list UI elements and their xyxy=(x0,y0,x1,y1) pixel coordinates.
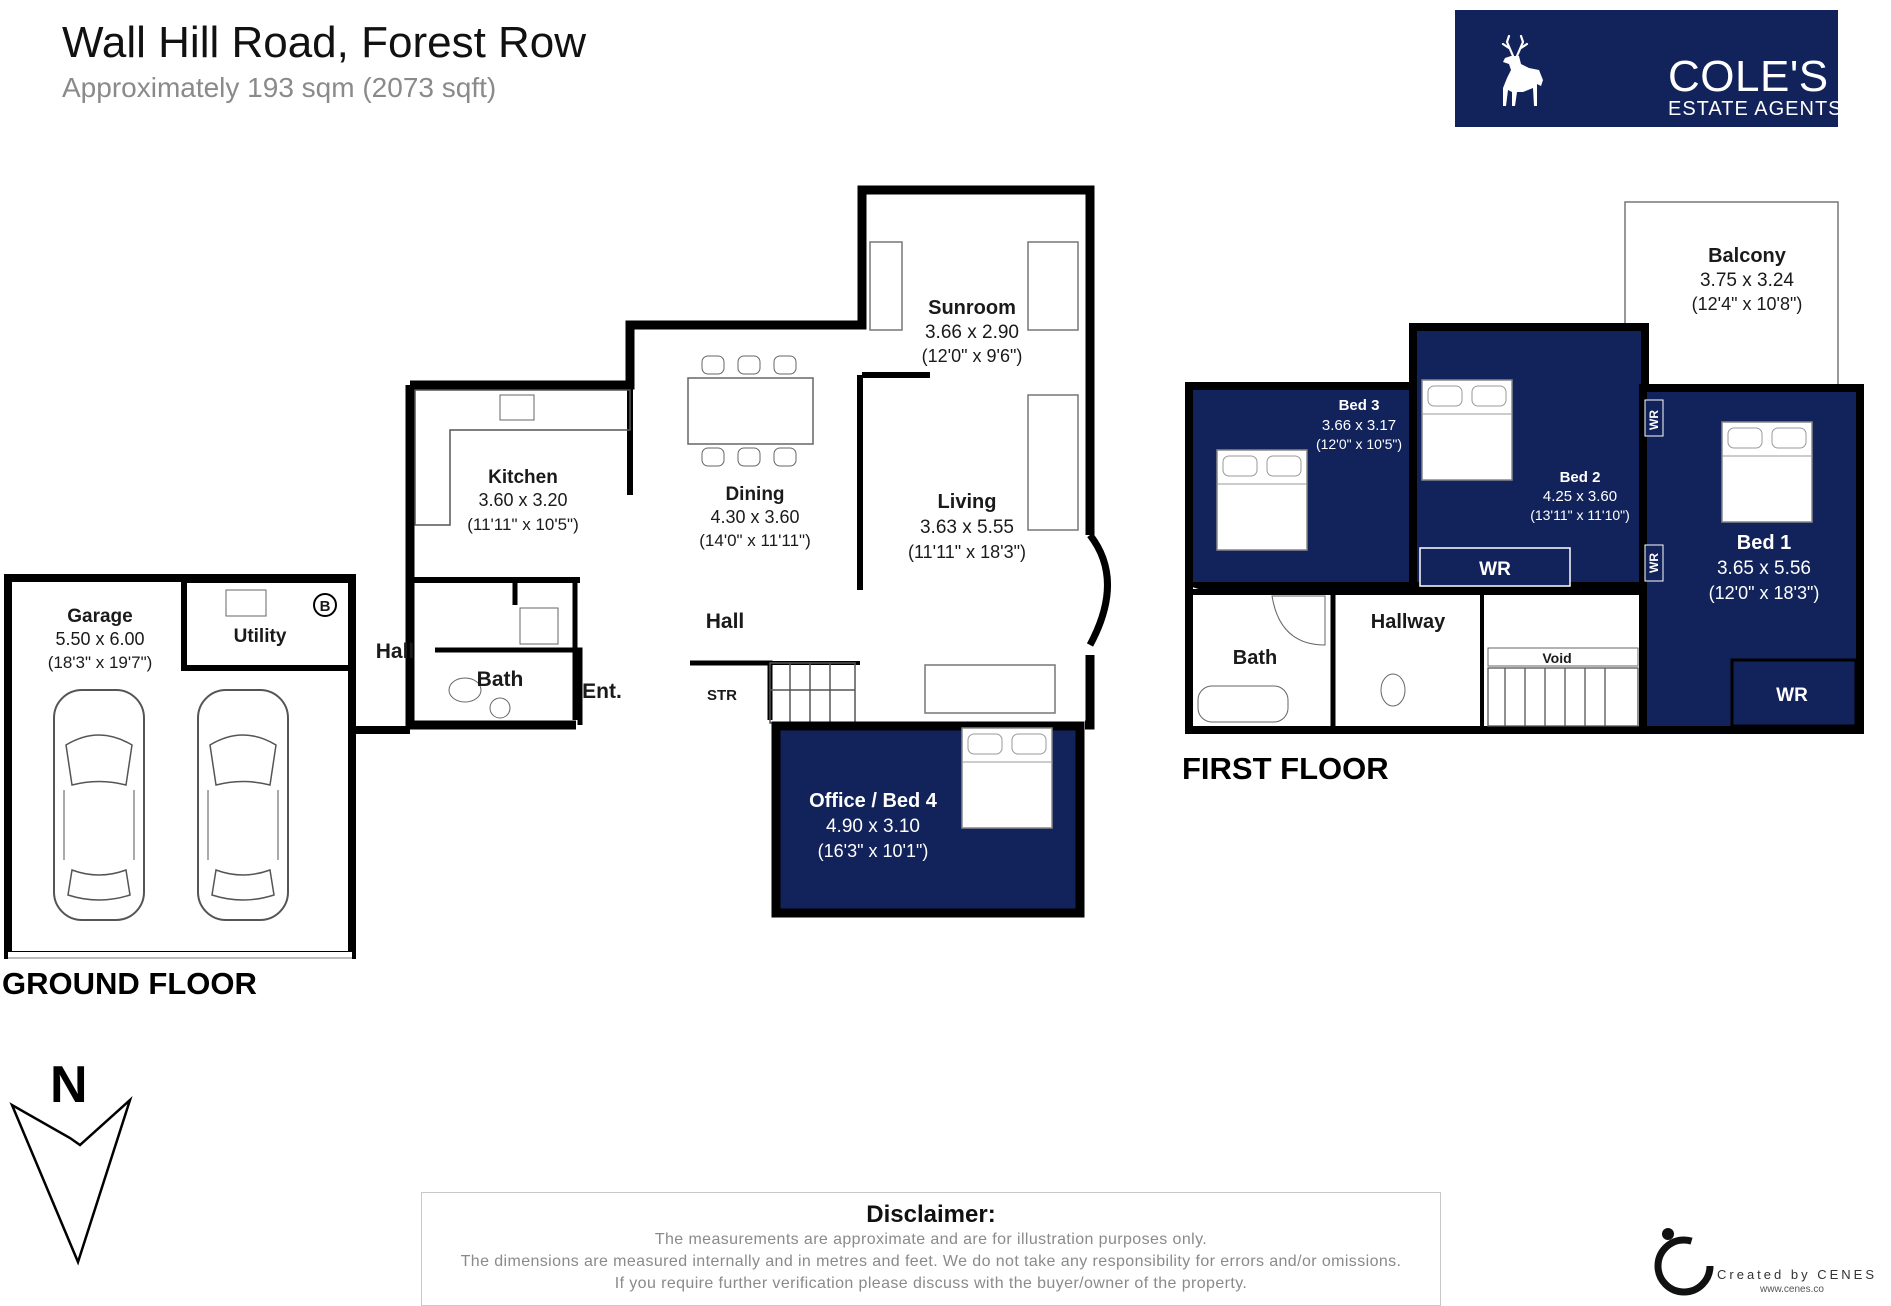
page-title: Wall Hill Road, Forest Row xyxy=(62,18,587,67)
room-name-wr-small-a: WR xyxy=(1647,410,1661,430)
room-metric-dining: 4.30 x 3.60 xyxy=(710,507,799,527)
room-name-entrance: Ent. xyxy=(582,680,622,703)
toilet-icon xyxy=(1380,673,1406,707)
room-metric-bed1: 3.65 x 5.56 xyxy=(1717,558,1811,579)
agent-logo[interactable]: COLE'S ESTATE AGENTS xyxy=(1455,10,1842,127)
room-name-void: Void xyxy=(1542,650,1571,666)
bed-icon xyxy=(961,727,1053,829)
room-metric-balcony: 3.75 x 3.24 xyxy=(1700,270,1794,291)
basin-icon xyxy=(489,697,511,719)
room-name-hall-west: Hall xyxy=(376,640,415,663)
dining-table-icon xyxy=(687,377,814,445)
room-imperial-dining: (14'0" x 11'11") xyxy=(699,531,811,550)
boiler-icon xyxy=(313,593,337,617)
sofa-icon xyxy=(869,241,903,331)
room-metric-sunroom: 3.66 x 2.90 xyxy=(925,322,1019,343)
room-name-wr-bed2: WR xyxy=(1479,559,1511,580)
creator-url: www.cenes.co xyxy=(1760,1284,1824,1295)
room-name-garage: Garage xyxy=(67,606,132,627)
bed-icon xyxy=(1216,449,1308,551)
disclaimer-line-3: If you require further verification plea… xyxy=(614,1275,1248,1292)
room-name-hall: Hall xyxy=(706,610,745,633)
room-imperial-living: (11'11" x 18'3") xyxy=(908,542,1026,562)
compass-north-label: N xyxy=(50,1056,88,1114)
room-name-hallway: Hallway xyxy=(1371,611,1446,633)
disclaimer-heading: Disclaimer: xyxy=(866,1201,996,1228)
bathtub-icon xyxy=(1197,685,1289,723)
room-name-wr-bed1: WR xyxy=(1776,685,1808,706)
room-name-bed3: Bed 3 xyxy=(1339,397,1380,414)
room-name-balcony: Balcony xyxy=(1708,245,1787,267)
room-imperial-kitchen: (11'11" x 10'5") xyxy=(467,515,579,534)
disclaimer-line-1: The measurements are approximate and are… xyxy=(654,1231,1208,1248)
sink-icon xyxy=(499,394,535,421)
room-name-dining: Dining xyxy=(725,484,784,505)
brand-name: COLE'S xyxy=(1668,52,1829,101)
room-name-bed1: Bed 1 xyxy=(1737,532,1791,554)
car-icon xyxy=(53,689,145,921)
sofa-icon xyxy=(1027,394,1079,531)
ground-floor-label: GROUND FLOOR xyxy=(2,966,257,1001)
sink-icon xyxy=(225,589,267,617)
room-name-sunroom: Sunroom xyxy=(928,297,1016,319)
room-metric-kitchen: 3.60 x 3.20 xyxy=(478,490,567,510)
boiler-label: B xyxy=(320,598,331,615)
room-imperial-garage: (18'3" x 19'7") xyxy=(48,653,153,672)
room-name-utility: Utility xyxy=(234,626,287,647)
room-imperial-bed3: (12'0" x 10'5") xyxy=(1316,436,1402,452)
car-icon xyxy=(197,689,289,921)
room-metric-bed3: 3.66 x 3.17 xyxy=(1322,417,1396,434)
balcony-outline xyxy=(1624,201,1839,391)
first-floor xyxy=(1185,201,1864,734)
disclaimer-box: Disclaimer: The measurements are approxi… xyxy=(421,1192,1441,1306)
sofa-icon xyxy=(1027,241,1079,331)
creator-credit[interactable]: Created by CENES www.cenes.co xyxy=(1648,1220,1888,1300)
sofa-icon xyxy=(924,664,1056,714)
room-name-bed2: Bed 2 xyxy=(1560,469,1601,486)
room-metric-office: 4.90 x 3.10 xyxy=(826,816,920,837)
ground-floor xyxy=(4,185,1111,959)
bed-icon xyxy=(1421,379,1513,481)
north-compass: N xyxy=(9,1056,133,1266)
room-name-living: Living xyxy=(938,491,997,513)
wardrobe-small xyxy=(1644,544,1664,582)
room-name-bath-first: Bath xyxy=(1233,647,1277,669)
room-name-kitchen: Kitchen xyxy=(488,467,558,488)
room-name-wr-small-b: WR xyxy=(1647,553,1661,573)
first-floor-label: FIRST FLOOR xyxy=(1182,751,1389,786)
room-metric-bed2: 4.25 x 3.60 xyxy=(1543,488,1617,505)
room-metric-living: 3.63 x 5.55 xyxy=(920,517,1014,538)
kitchen-counter xyxy=(414,389,631,526)
disclaimer-line-2: The dimensions are measured internally a… xyxy=(460,1253,1402,1270)
room-imperial-sunroom: (12'0" x 9'6") xyxy=(922,346,1023,366)
stairs-icon xyxy=(1487,667,1639,727)
stairs-icon xyxy=(769,662,856,724)
room-imperial-bed1: (12'0" x 18'3") xyxy=(1709,583,1820,603)
toilet-icon xyxy=(448,677,482,703)
room-metric-garage: 5.50 x 6.00 xyxy=(55,629,144,649)
room-imperial-balcony: (12'4" x 10'8") xyxy=(1692,294,1803,314)
stag-icon xyxy=(1501,34,1543,106)
shower-icon xyxy=(519,607,559,645)
creator-text: Created by CENES xyxy=(1717,1267,1877,1282)
room-name-bath-ground: Bath xyxy=(477,668,524,691)
room-imperial-bed2: (13'11" x 11'10") xyxy=(1530,507,1630,523)
room-name-store: STR xyxy=(707,687,737,704)
property-area: Approximately 193 sqm (2073 sqft) xyxy=(62,72,497,103)
bed-icon xyxy=(1721,421,1813,523)
shower-icon xyxy=(1271,595,1326,646)
wardrobe-bed1 xyxy=(1730,658,1858,728)
room-name-office: Office / Bed 4 xyxy=(809,790,938,812)
cenes-logo-icon xyxy=(1654,1228,1714,1296)
room-imperial-office: (16'3" x 10'1") xyxy=(818,841,929,861)
wardrobe-bed2 xyxy=(1419,547,1571,587)
wardrobe-small xyxy=(1644,399,1664,437)
compass-arrow-icon xyxy=(9,1095,133,1266)
brand-tagline: ESTATE AGENTS xyxy=(1668,98,1843,120)
